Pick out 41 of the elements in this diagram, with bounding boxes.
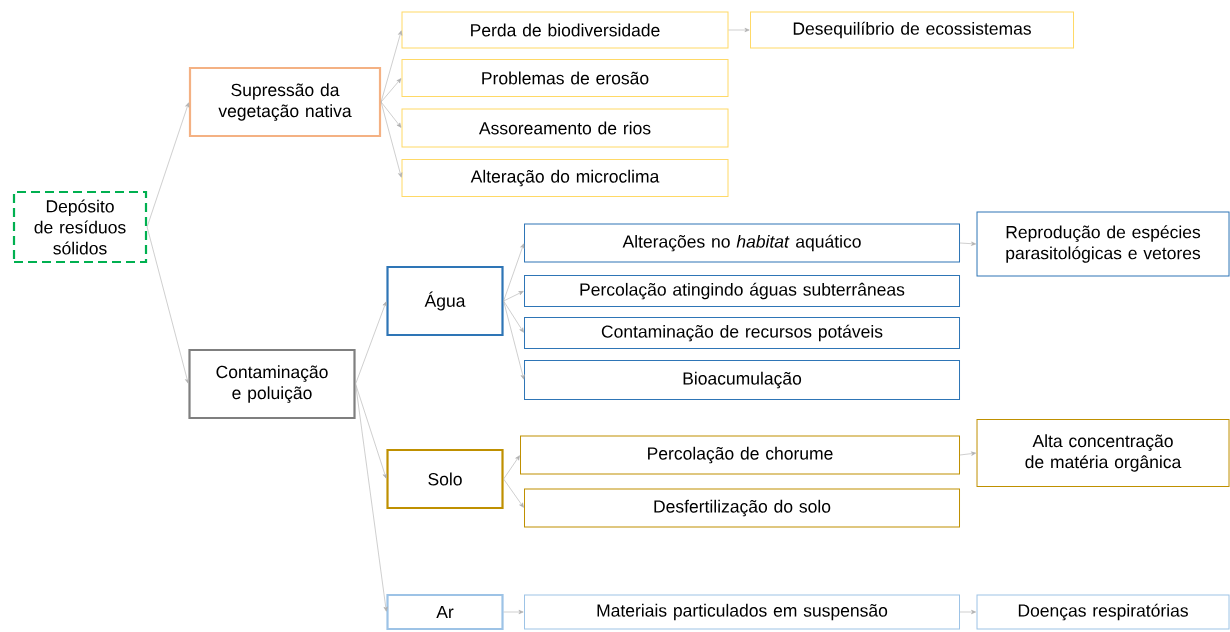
impact-box: Desfertilização do solo: [524, 488, 960, 528]
arrow: [503, 243, 525, 302]
impact-box: Percolação atingindo águas subterrâneas: [524, 275, 960, 307]
category-box: Contaminação e poluição: [188, 348, 356, 420]
arrow: [728, 27, 750, 33]
arrow: [503, 455, 520, 480]
arrow: [380, 101, 403, 178]
impact-box: Desequilíbrio de ecossistemas: [750, 11, 1074, 49]
arrow: [146, 102, 190, 228]
impact-box: Bioacumulação: [524, 360, 960, 400]
arrow: [503, 300, 525, 380]
impact-box: Materiais particulados em suspensão: [524, 594, 960, 630]
arrow: [380, 78, 402, 103]
arrow: [959, 241, 977, 246]
category-box: Supressão da vegetação nativa: [188, 66, 382, 138]
impact-box: Reprodução de espécies parasitológicas e vetores: [976, 211, 1230, 277]
category-box: Ar: [386, 593, 504, 631]
arrow: [380, 101, 402, 128]
impact-box: Assoreamento de rios: [401, 108, 729, 148]
arrow: [503, 609, 524, 615]
arrow: [380, 30, 403, 103]
impact-box: Alterações no habitat aquático: [524, 223, 960, 263]
arrow: [959, 609, 977, 615]
impact-box: Alta concentração de matéria orgânica: [976, 419, 1230, 487]
impact-box: Problemas de erosão: [401, 59, 729, 97]
arrow: [503, 300, 524, 333]
impact-box: Contaminação de recursos potáveis: [524, 317, 960, 349]
arrow: [355, 383, 388, 612]
arrow: [503, 291, 524, 302]
arrow: [959, 451, 977, 456]
arrow: [146, 226, 190, 384]
arrow: [503, 478, 524, 508]
impact-box: Alteração do microclima: [401, 159, 729, 197]
arrow: [355, 301, 387, 385]
category-box: Água: [386, 265, 504, 337]
category-box: Solo: [386, 448, 504, 510]
impact-box: Perda de biodiversidade: [401, 11, 729, 49]
impact-box: Percolação de chorume: [520, 435, 960, 475]
impact-box: Doenças respiratórias: [976, 594, 1230, 630]
root-box: Depósito de resíduos sólidos: [12, 190, 148, 264]
arrow: [355, 383, 387, 479]
